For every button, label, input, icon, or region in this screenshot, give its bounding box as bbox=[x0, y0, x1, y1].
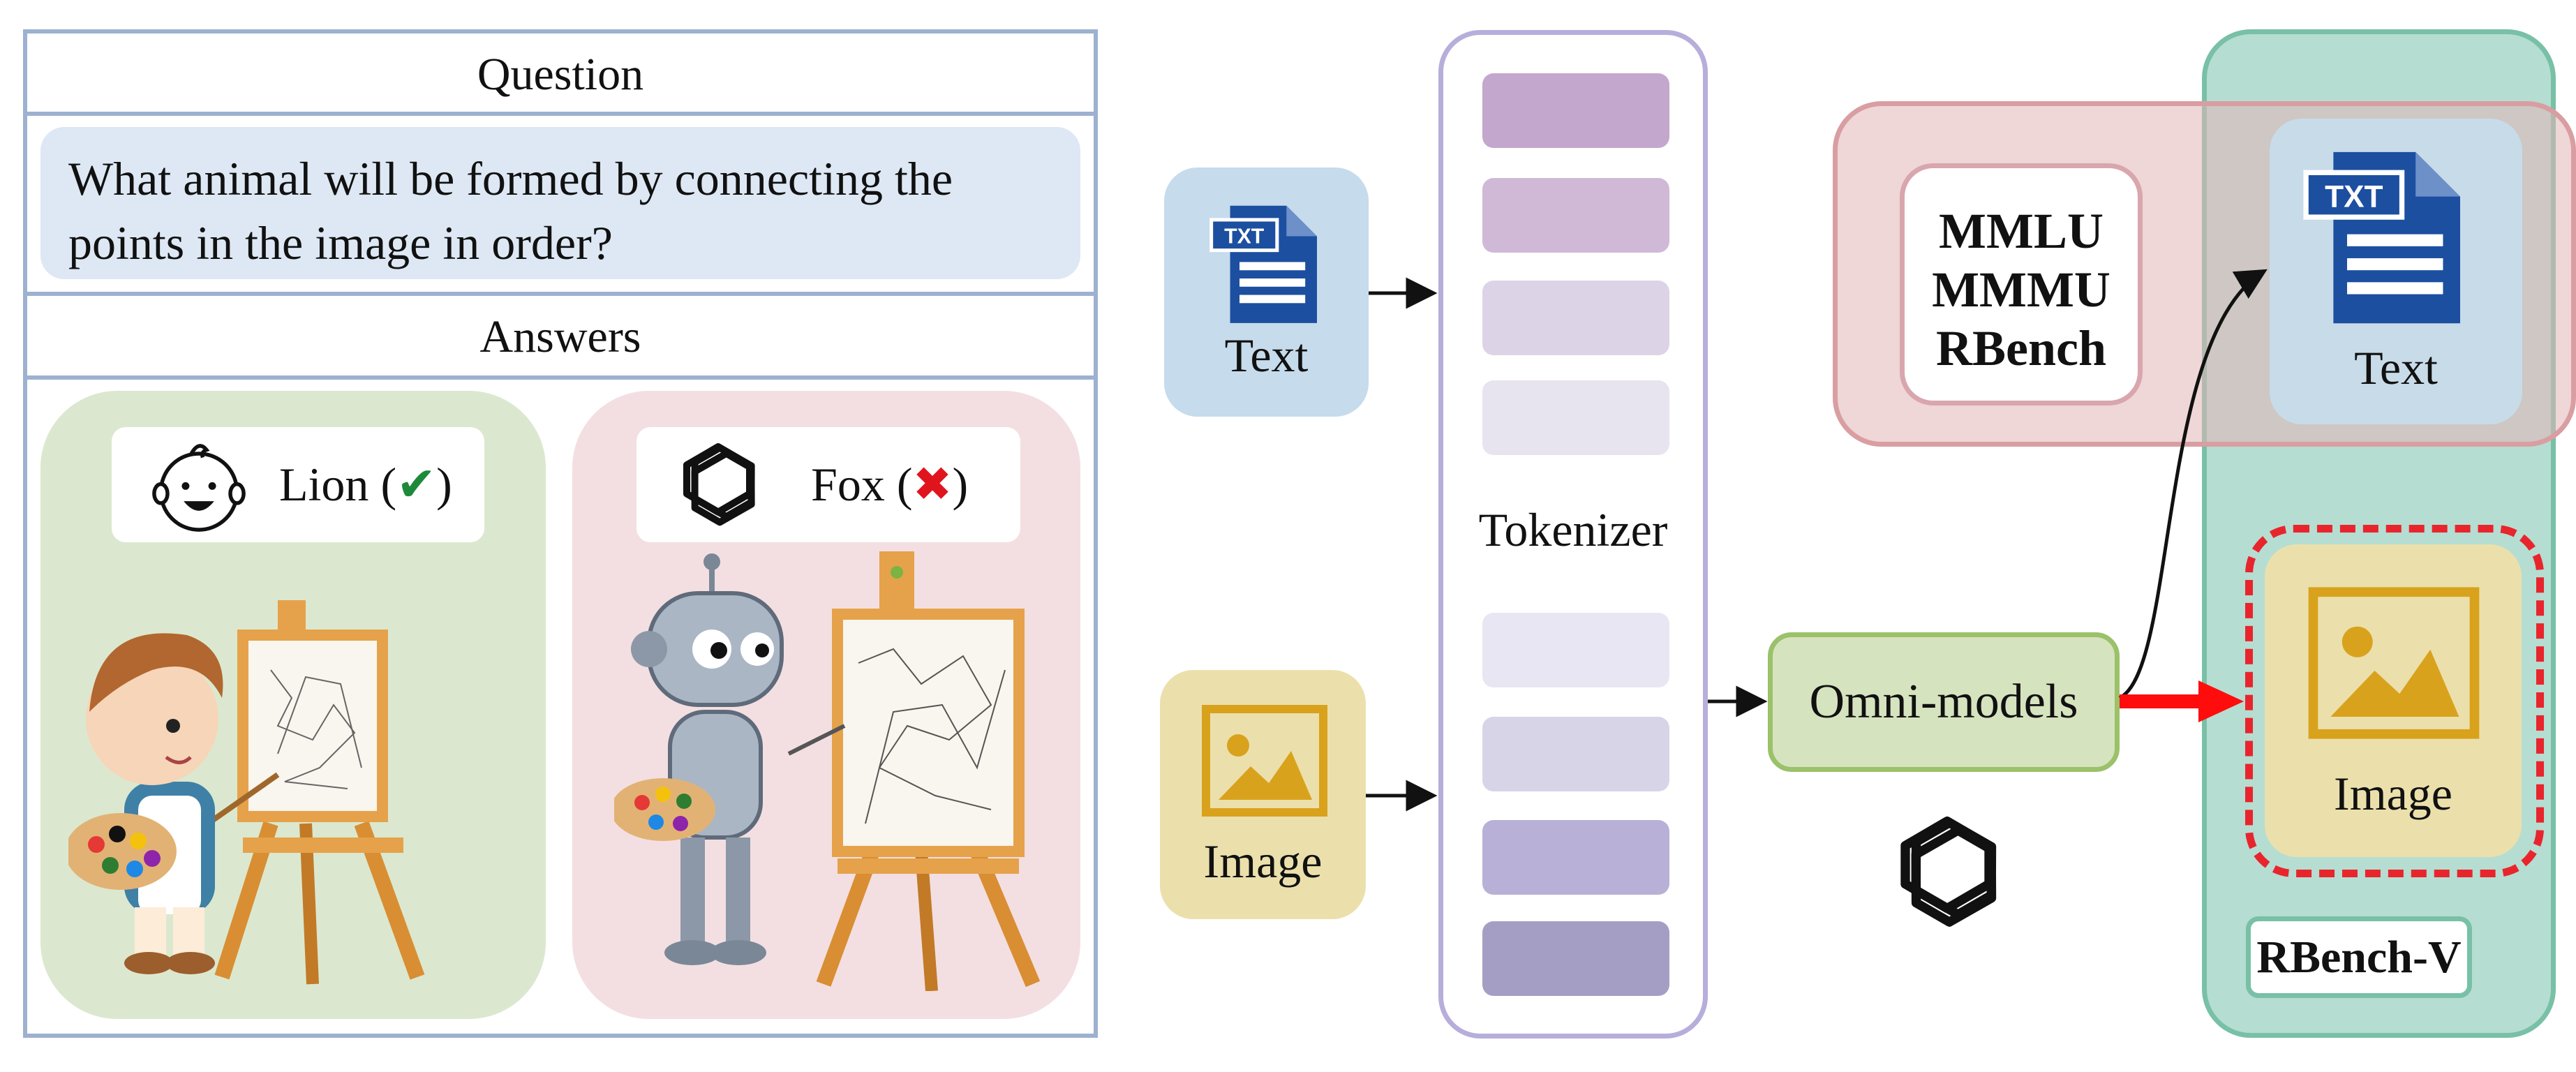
benchmark-name: MMLU bbox=[1939, 203, 2104, 259]
child-painter-illustration bbox=[68, 600, 425, 985]
token-bar bbox=[1482, 613, 1669, 687]
rbench-v-label: RBench-V bbox=[2246, 916, 2472, 998]
text-output-box: TXT Text bbox=[2270, 119, 2522, 424]
benchmark-name: RBench bbox=[1935, 320, 2107, 376]
token-bar bbox=[1482, 178, 1669, 253]
image-input-box: Image bbox=[1160, 670, 1366, 919]
answer-card-fox: Fox (✖) bbox=[572, 391, 1080, 1019]
baby-face-icon bbox=[152, 443, 246, 532]
text-file-icon: TXT bbox=[1209, 205, 1317, 323]
svg-text:TXT: TXT bbox=[1224, 225, 1265, 248]
tokenizer-label: Tokenizer bbox=[1478, 503, 1668, 556]
divider bbox=[23, 375, 1098, 380]
token-bar bbox=[1482, 380, 1669, 455]
token-bar bbox=[1482, 921, 1669, 996]
answer-card-lion: Lion (✔) bbox=[40, 391, 546, 1019]
image-output-box: Image bbox=[2265, 544, 2522, 857]
cross-icon: ✖ bbox=[912, 458, 953, 511]
token-bar bbox=[1482, 73, 1669, 148]
image-input-label: Image bbox=[1203, 835, 1323, 888]
robot-painter-illustration bbox=[614, 551, 1041, 991]
image-output-label: Image bbox=[2334, 767, 2452, 820]
text-output-label: Text bbox=[2354, 341, 2438, 394]
svg-text:TXT: TXT bbox=[2325, 179, 2383, 214]
text-input-label: Text bbox=[1224, 329, 1309, 382]
text-benchmarks-box: MMLU MMMU RBench bbox=[1900, 163, 2143, 405]
openai-logo-icon bbox=[683, 442, 755, 526]
token-bar bbox=[1482, 281, 1669, 355]
openai-logo-icon bbox=[1900, 817, 1997, 927]
token-bar bbox=[1482, 717, 1669, 791]
text-input-box: TXT Text bbox=[1164, 168, 1369, 417]
divider bbox=[23, 112, 1098, 116]
image-output-highlight bbox=[2245, 525, 2544, 877]
answer-label-fox: Fox (✖) bbox=[636, 427, 1020, 542]
answer-animal: Lion bbox=[279, 458, 369, 511]
text-file-icon: TXT bbox=[2303, 151, 2460, 324]
image-file-icon bbox=[1202, 705, 1327, 817]
image-file-icon bbox=[2308, 587, 2480, 739]
token-bar bbox=[1482, 820, 1669, 895]
answer-label-lion: Lion (✔) bbox=[112, 427, 484, 542]
check-icon: ✔ bbox=[396, 458, 437, 511]
answers-header: Answers bbox=[479, 311, 641, 362]
benchmark-name: MMMU bbox=[1932, 262, 2110, 318]
question-header: Question bbox=[477, 49, 644, 100]
answer-animal: Fox bbox=[811, 458, 885, 511]
omni-models-box: Omni-models bbox=[1768, 632, 2120, 772]
divider bbox=[23, 292, 1098, 296]
question-text: What animal will be formed by connecting… bbox=[40, 127, 1080, 279]
